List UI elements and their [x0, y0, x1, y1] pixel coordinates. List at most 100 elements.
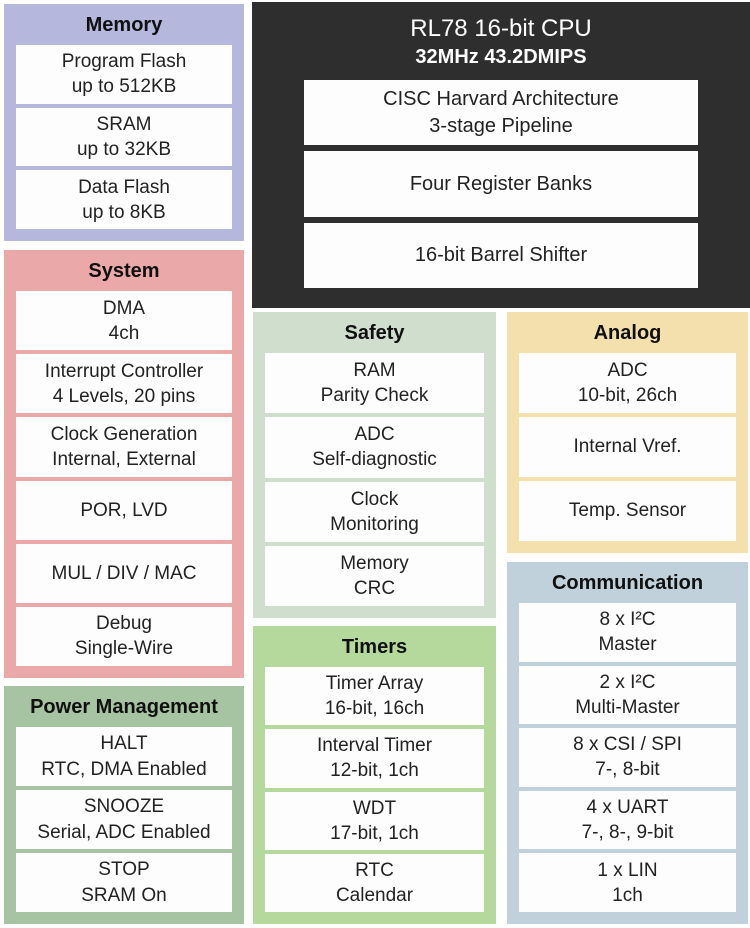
box-line1: 16-bit Barrel Shifter	[414, 244, 588, 267]
memory-panel-title: Memory	[85, 14, 163, 36]
analog-box-internal-vref: Internal Vref.	[519, 417, 736, 477]
box-line1: 1 x LIN	[597, 859, 658, 881]
box-line2: Self-diagnostic	[312, 449, 437, 471]
box-line2: up to 32KB	[76, 139, 172, 160]
box-line1: SRAM	[96, 113, 152, 135]
box-line2: Multi-Master	[575, 696, 680, 718]
analog-box-temp-sensor: Temp. Sensor	[519, 481, 736, 541]
box-line2: 16-bit, 16ch	[324, 698, 425, 720]
box-line2: Parity Check	[320, 385, 429, 407]
timers-boxes: Timer Array 16-bit, 16ch Interval Timer …	[253, 667, 496, 924]
timers-box-timer-array: Timer Array 16-bit, 16ch	[265, 667, 484, 726]
safety-panel-title: Safety	[344, 322, 405, 344]
box-line2: 7-, 8-bit	[595, 759, 660, 781]
box-line1: Interrupt Controller	[44, 360, 204, 382]
box-line2: 3-stage Pipeline	[429, 114, 573, 137]
box-line1: Interval Timer	[316, 735, 433, 757]
cpu-box-architecture: CISC Harvard Architecture 3-stage Pipeli…	[304, 80, 698, 146]
box-line2: Internal, External	[52, 448, 196, 470]
analog-boxes: ADC 10-bit, 26ch Internal Vref. Temp. Se…	[507, 353, 748, 553]
box-line1: CISC Harvard Architecture	[383, 88, 619, 111]
timers-box-rtc: RTC Calendar	[265, 853, 484, 912]
communication-box-uart: 4 x UART 7-, 8-, 9-bit	[519, 790, 736, 850]
memory-boxes: Program Flash up to 512KB SRAM up to 32K…	[4, 45, 244, 241]
box-line1: Data Flash	[78, 176, 170, 198]
communication-boxes: 8 x I²C Master 2 x I²C Multi-Master 8 x …	[507, 603, 748, 924]
memory-box-data-flash: Data Flash up to 8KB	[16, 170, 232, 230]
cpu-box-register-banks: Four Register Banks	[304, 151, 698, 217]
box-line1: RAM	[353, 360, 396, 382]
analog-box-adc: ADC 10-bit, 26ch	[519, 353, 736, 413]
system-box-debug: Debug Single-Wire	[16, 606, 232, 667]
timers-box-wdt: WDT 17-bit, 1ch	[265, 791, 484, 850]
box-line1: 8 x CSI / SPI	[573, 734, 682, 756]
cpu-panel-subtitle: 32MHz 43.2DMIPS	[415, 46, 587, 68]
box-line2: 1ch	[612, 884, 643, 906]
box-line2: up to 8KB	[82, 201, 166, 223]
box-line1: HALT	[100, 733, 148, 755]
communication-panel-title: Communication	[551, 572, 704, 594]
power-box-stop: STOP SRAM On	[16, 853, 232, 912]
box-line1: SNOOZE	[83, 796, 165, 818]
cpu-panel: RL78 16-bit CPU 32MHz 43.2DMIPS CISC Har…	[252, 2, 750, 308]
box-line2: 12-bit, 1ch	[330, 760, 419, 782]
communication-box-lin: 1 x LIN 1ch	[519, 853, 736, 912]
analog-panel-title: Analog	[593, 322, 662, 344]
box-line2: 17-bit, 1ch	[330, 822, 419, 844]
cpu-boxes: CISC Harvard Architecture 3-stage Pipeli…	[252, 80, 750, 308]
box-line1: POR, LVD	[80, 499, 168, 521]
box-line1: 2 x I²C	[599, 671, 656, 693]
box-line1: ADC	[607, 359, 648, 381]
box-line1: Temp. Sensor	[568, 500, 687, 522]
box-line1: MUL / DIV / MAC	[51, 562, 197, 584]
timers-box-interval-timer: Interval Timer 12-bit, 1ch	[265, 729, 484, 788]
box-line2: RTC, DMA Enabled	[41, 758, 207, 780]
safety-panel: Safety RAM Parity Check ADC Self-diagnos…	[253, 312, 496, 618]
system-box-clock-generation: Clock Generation Internal, External	[16, 417, 232, 477]
box-line1: RTC	[355, 859, 394, 881]
system-box-dma: DMA 4ch	[16, 291, 232, 351]
safety-box-adc-self-diagnostic: ADC Self-diagnostic	[265, 417, 484, 478]
box-line2: SRAM On	[81, 884, 167, 906]
cpu-panel-title: RL78 16-bit CPU	[410, 15, 592, 42]
box-line2: 7-, 8-, 9-bit	[581, 822, 674, 844]
communication-box-csi-spi: 8 x CSI / SPI 7-, 8-bit	[519, 728, 736, 787]
safety-box-memory-crc: Memory CRC	[265, 545, 484, 606]
memory-panel: Memory Program Flash up to 512KB SRAM up…	[4, 4, 244, 241]
timers-panel-title: Timers	[341, 636, 408, 658]
power-box-halt: HALT RTC, DMA Enabled	[16, 727, 232, 786]
safety-boxes: RAM Parity Check ADC Self-diagnostic Clo…	[253, 353, 496, 618]
analog-panel: Analog ADC 10-bit, 26ch Internal Vref. T…	[507, 312, 748, 553]
box-line1: Internal Vref.	[573, 436, 682, 458]
communication-box-i2c-master: 8 x I²C Master	[519, 603, 736, 662]
power-box-snooze: SNOOZE Serial, ADC Enabled	[16, 790, 232, 849]
box-line2: CRC	[353, 577, 396, 599]
timers-panel: Timers Timer Array 16-bit, 16ch Interval…	[253, 626, 496, 924]
box-line1: Program Flash	[61, 51, 187, 73]
box-line2: 4ch	[108, 322, 140, 344]
box-line1: 4 x UART	[586, 797, 669, 818]
box-line1: Debug	[96, 613, 152, 635]
box-line2: Master	[598, 634, 657, 656]
system-panel: System DMA 4ch Interrupt Controller 4 Le…	[4, 250, 244, 678]
box-line2: 4 Levels, 20 pins	[52, 385, 196, 407]
box-line1: STOP	[98, 859, 150, 881]
box-line2: up to 512KB	[71, 76, 177, 98]
box-line1: 8 x I²C	[599, 609, 656, 631]
box-line2: Serial, ADC Enabled	[37, 821, 211, 843]
system-box-mul-div-mac: MUL / DIV / MAC	[16, 543, 232, 603]
box-line2: Monitoring	[330, 513, 419, 535]
system-boxes: DMA 4ch Interrupt Controller 4 Levels, 2…	[4, 291, 244, 678]
cpu-box-barrel-shifter: 16-bit Barrel Shifter	[304, 222, 698, 288]
system-panel-title: System	[88, 260, 160, 282]
power-management-panel-title: Power Management	[30, 696, 218, 718]
memory-box-program-flash: Program Flash up to 512KB	[16, 45, 232, 104]
box-line1: Memory	[340, 552, 409, 574]
box-line1: Clock Generation	[50, 423, 198, 445]
box-line1: Clock	[350, 488, 399, 510]
box-line1: ADC	[354, 424, 395, 446]
safety-box-ram-parity: RAM Parity Check	[265, 353, 484, 414]
box-line2: 10-bit, 26ch	[577, 385, 678, 406]
box-line1: Timer Array	[325, 673, 424, 695]
